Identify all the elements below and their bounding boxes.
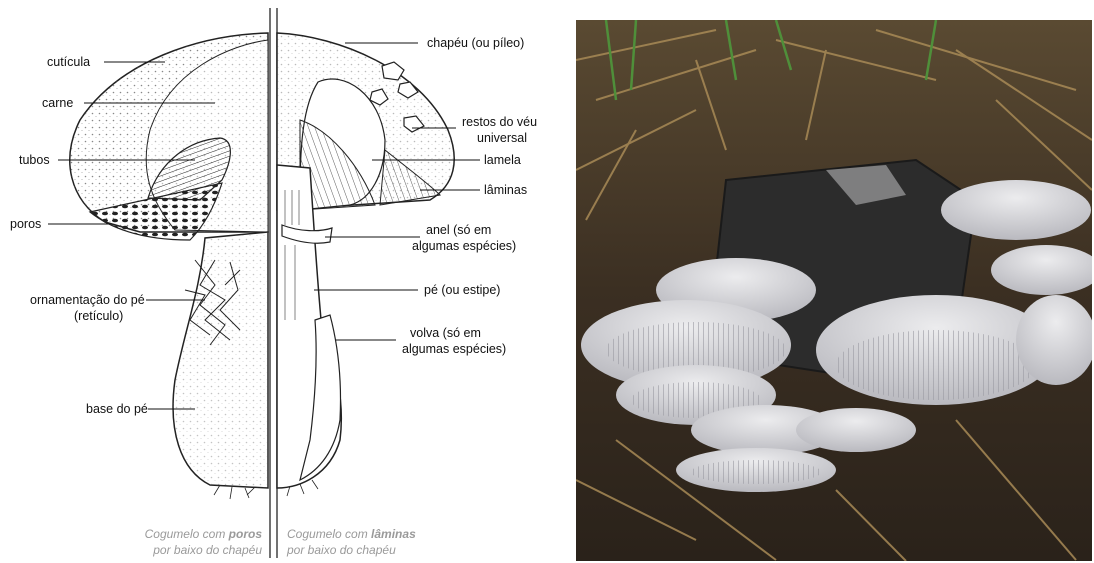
label-anel-2: algumas espécies) bbox=[412, 239, 516, 253]
caption-left-line1: Cogumelo com poros bbox=[145, 527, 263, 541]
label-pe: pé (ou estipe) bbox=[424, 283, 500, 297]
right-mushroom-half bbox=[277, 33, 454, 496]
label-ornamentacao: ornamentação do pé bbox=[30, 293, 145, 307]
label-base: base do pé bbox=[86, 402, 148, 416]
label-anel: anel (só em bbox=[426, 223, 491, 237]
label-cuticula: cutícula bbox=[47, 55, 90, 69]
caption-right-line1: Cogumelo com lâminas bbox=[287, 527, 416, 541]
label-tubos: tubos bbox=[19, 153, 50, 167]
oyster-mushroom-photo bbox=[576, 20, 1092, 561]
label-universal: universal bbox=[477, 131, 527, 145]
caption-right-line2: por baixo do chapéu bbox=[286, 543, 396, 557]
caption-left-line2: por baixo do chapéu bbox=[152, 543, 262, 557]
label-volva-2: algumas espécies) bbox=[402, 342, 506, 356]
label-laminas: lâminas bbox=[484, 183, 527, 197]
label-chapeu: chapéu (ou píleo) bbox=[427, 36, 524, 50]
label-lamela: lamela bbox=[484, 153, 521, 167]
mushroom-anatomy-diagram: cutícula carne tubos poros ornamentação … bbox=[0, 0, 560, 563]
label-reticulo: (retículo) bbox=[74, 309, 123, 323]
label-volva: volva (só em bbox=[410, 326, 481, 340]
label-carne: carne bbox=[42, 96, 73, 110]
label-restos: restos do véu bbox=[462, 115, 537, 129]
label-poros: poros bbox=[10, 217, 41, 231]
